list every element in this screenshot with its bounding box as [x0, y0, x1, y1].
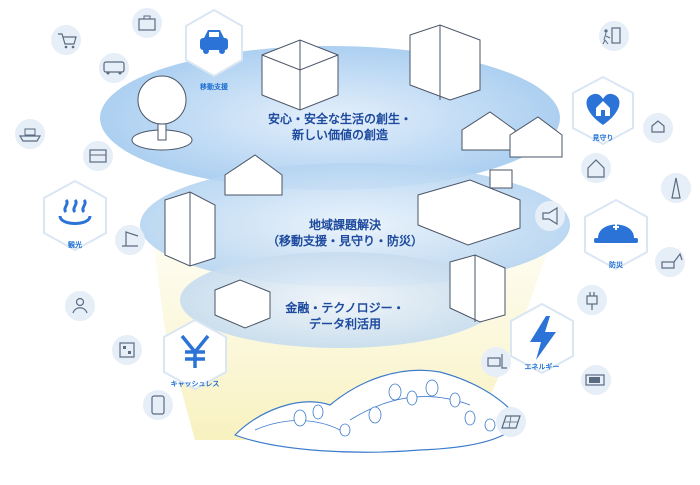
house-left [224, 154, 283, 196]
hex-energy [510, 302, 574, 375]
shopping-cart-icon [51, 25, 81, 55]
bus-icon [99, 53, 129, 83]
hex-cashless [163, 318, 227, 391]
hex-watch [572, 75, 634, 146]
hex-tourism [43, 179, 107, 252]
small-icons [15, 8, 691, 437]
layer-top-line1: 安心・安全な生活の創生・ [267, 112, 412, 126]
houses-right [461, 111, 563, 158]
layer-middle-line2: （移動支援・見守り・防災） [266, 233, 423, 248]
building-hospital [409, 24, 481, 101]
layer-middle-line1: 地域課題解決 [308, 218, 381, 232]
house-icon [581, 153, 611, 183]
crane-icon [115, 225, 145, 255]
plug-icon [577, 285, 607, 315]
layer-top-caption: 安心・安全な生活の創生・ 新しい価値の創造 [240, 112, 440, 143]
solar-panel-icon [496, 407, 526, 437]
forklift-icon [481, 347, 511, 377]
building-shop [214, 279, 271, 329]
heart-house-icon [586, 93, 620, 125]
battery-icon [581, 365, 611, 395]
layer-bottom-line2: データ利活用 [308, 316, 381, 331]
layer-middle-caption: 地域課題解決 （移動支援・見守り・防災） [250, 218, 440, 249]
lightning-icon [530, 316, 556, 360]
hex-label-energy: エネルギー [524, 363, 560, 371]
layer-bottom-disc [180, 252, 500, 348]
yen-icon [180, 334, 210, 368]
building-tall-left [164, 191, 216, 267]
hex-label-watch: 見守り [592, 134, 614, 142]
building-apartment [449, 254, 506, 323]
train-icon [83, 141, 113, 171]
buildings [131, 24, 563, 329]
hex-label-cashless: キャッシュレス [170, 380, 220, 388]
car-icon [200, 30, 228, 54]
layer-bottom-caption: 金融・テクノロジー・ データ利活用 [270, 301, 420, 332]
layer-top-line2: 新しい価値の創造 [291, 127, 388, 142]
tree-plaza [131, 75, 193, 151]
hex-label-disaster: 防災 [609, 261, 623, 269]
island-landscape [233, 369, 521, 453]
hot-spring-icon [58, 198, 92, 225]
layer-bottom-line1: 金融・テクノロジー・ [285, 301, 405, 315]
excavator-icon [655, 247, 685, 277]
hex-badges [43, 8, 648, 391]
hex-mobility [185, 8, 243, 78]
person-id-icon [65, 291, 95, 321]
briefcase-icon [132, 8, 162, 38]
hex-label-mobility: 移動支援 [200, 83, 228, 91]
megaphone-icon [535, 201, 565, 231]
hex-label-tourism: 観光 [68, 241, 82, 249]
ship-icon [15, 119, 45, 149]
building-station [417, 169, 521, 246]
hex-disaster [584, 198, 648, 271]
qr-code-icon [112, 335, 142, 365]
helmet-icon [594, 224, 638, 243]
traffic-cone-icon [661, 173, 691, 203]
exit-door-icon [599, 21, 629, 51]
building-office-top [261, 39, 339, 111]
hand-house-icon [643, 113, 673, 143]
smartphone-yen-icon [143, 390, 173, 420]
